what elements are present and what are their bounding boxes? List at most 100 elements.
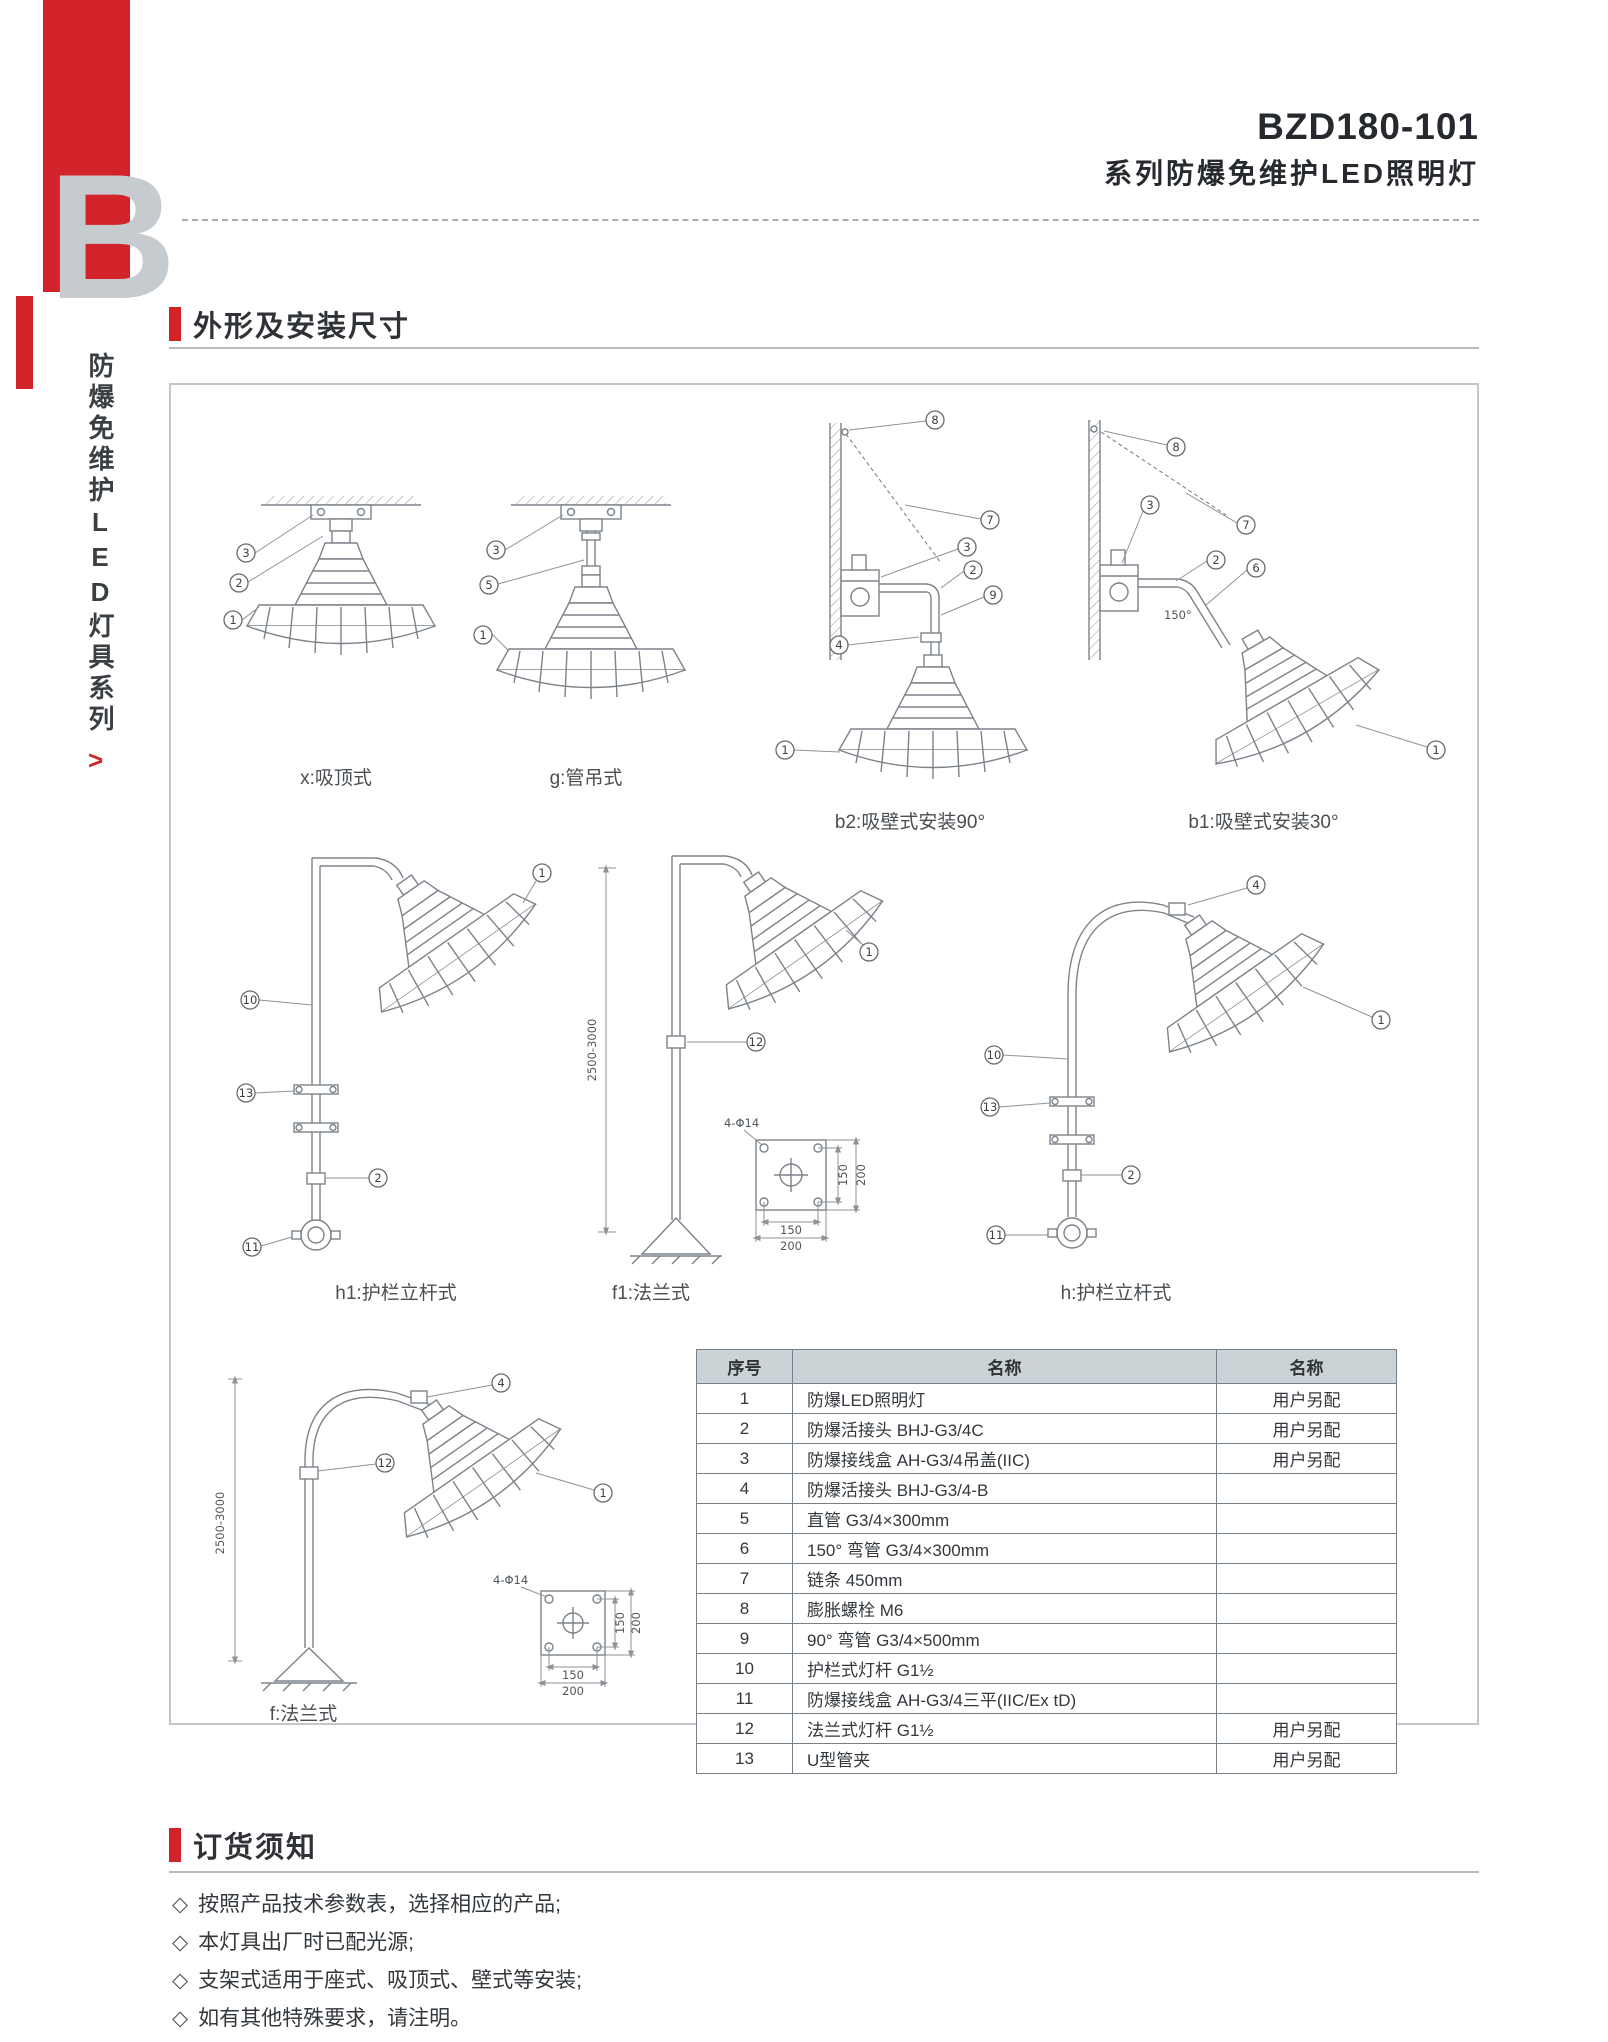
diagram-wall-mount-90: 8 7 3 2 9 4 1 <box>775 410 1028 780</box>
col-header-name: 名称 <box>792 1349 1217 1384</box>
diagram-ceiling-mount: 3 2 1 <box>223 496 436 656</box>
u-clamp <box>1049 1134 1095 1145</box>
callout: 4 <box>1187 875 1266 906</box>
u-clamp <box>293 1084 339 1095</box>
part-note <box>1216 1473 1397 1504</box>
svg-text:200: 200 <box>562 1684 584 1698</box>
flange-plan-dims <box>520 1586 635 1687</box>
flange-plan-view <box>755 1139 827 1211</box>
part-note: 用户另配 <box>1216 1713 1397 1744</box>
part-name: U型管夹 <box>792 1743 1217 1774</box>
diagram-flange-pole-f: 2500-3000 <box>213 1350 643 1698</box>
svg-text:1: 1 <box>599 1486 606 1500</box>
callout: 1 <box>1355 724 1446 760</box>
section-title: 订货须知 <box>193 1832 318 1864</box>
diagram-guardrail-pole-h1: 1 10 13 2 11 <box>236 825 553 1257</box>
flange-base <box>640 1216 712 1255</box>
diagram-label: h1:护栏立杆式 <box>335 1283 457 1304</box>
svg-text:150: 150 <box>562 1668 584 1682</box>
section-title: 外形及安装尺寸 <box>193 311 411 343</box>
part-name: 直管 G3/4×300mm <box>792 1503 1217 1534</box>
junction-box <box>1047 1217 1097 1249</box>
svg-text:4: 4 <box>835 638 842 652</box>
pipe-union <box>666 1035 686 1049</box>
svg-text:1: 1 <box>229 613 236 627</box>
wall-hatch <box>830 423 841 660</box>
part-name: 90° 弯管 G3/4×500mm <box>792 1623 1217 1654</box>
part-name: 护栏式灯杆 G1½ <box>792 1653 1217 1684</box>
part-no: 3 <box>696 1443 793 1474</box>
part-name: 150° 弯管 G3/4×300mm <box>792 1533 1217 1564</box>
table-header-row: 序号 名称 名称 <box>696 1349 1397 1384</box>
note-item: ◇如有其他特殊要求，请注明。 <box>172 2002 582 2040</box>
anchor-bolt <box>841 428 849 436</box>
svg-text:10: 10 <box>987 1048 1002 1062</box>
svg-text:1: 1 <box>781 743 788 757</box>
svg-text:150: 150 <box>780 1223 802 1237</box>
diagram-label: h:护栏立杆式 <box>1060 1283 1172 1304</box>
drawing-art: 150° <box>1088 420 1395 790</box>
part-no: 7 <box>696 1563 793 1594</box>
callout: 11 <box>242 1236 293 1257</box>
part-no: 10 <box>696 1653 793 1684</box>
bolt-spec-label: 4-Φ14 <box>493 1573 528 1587</box>
part-note: 用户另配 <box>1216 1413 1397 1444</box>
section-dimensions-header: 外形及安装尺寸 <box>169 303 410 345</box>
header-dashed-divider <box>182 219 1479 221</box>
diagram-wall-mount-30: 150° 8 7 3 2 6 1 <box>1088 420 1446 790</box>
svg-text:1: 1 <box>538 866 545 880</box>
left-red-tab <box>16 296 33 389</box>
lamp-drawing <box>496 574 686 700</box>
note-text: 支架式适用于座式、吸顶式、壁式等安装; <box>198 1969 582 1992</box>
callout: 3 <box>880 537 977 578</box>
callout: 10 <box>240 990 313 1010</box>
page-header: BZD180-101 系列防爆免维护LED照明灯 <box>1104 106 1479 192</box>
svg-text:200: 200 <box>629 1612 643 1634</box>
part-name: 膨胀螺栓 M6 <box>792 1593 1217 1624</box>
svg-text:3: 3 <box>242 546 249 560</box>
callout: 2 <box>229 535 324 593</box>
series-arrow: > <box>88 745 104 775</box>
svg-text:3: 3 <box>963 540 970 554</box>
part-no: 11 <box>696 1683 793 1714</box>
svg-text:9: 9 <box>989 588 996 602</box>
drawing-art <box>630 822 900 1265</box>
diagram-label: f:法兰式 <box>269 1704 338 1725</box>
diamond-bullet-icon: ◇ <box>172 1969 189 1992</box>
pipe-union <box>306 1172 326 1185</box>
callout: 8 <box>1103 430 1186 457</box>
pipe-coupling <box>581 532 601 541</box>
part-name: 防爆活接头 BHJ-G3/4C <box>792 1413 1217 1444</box>
diagram-label: x:吸顶式 <box>300 768 372 789</box>
callout: 3 <box>486 514 564 560</box>
svg-text:4: 4 <box>1252 878 1259 892</box>
mount-bracket <box>560 504 622 532</box>
brand-letter: B <box>48 137 177 336</box>
ordering-notes: ◇按照产品技术参数表，选择相应的产品; ◇本灯具出厂时已配光源; ◇支架式适用于… <box>172 1888 582 2040</box>
part-note: 用户另配 <box>1216 1443 1397 1474</box>
svg-text:2: 2 <box>969 563 976 577</box>
callout: 13 <box>980 1097 1051 1117</box>
part-note: 用户另配 <box>1216 1383 1397 1414</box>
diagram-pipe-pendant: 3 5 1 <box>473 496 686 700</box>
svg-text:12: 12 <box>378 1456 393 1470</box>
part-note <box>1216 1533 1397 1564</box>
callout: 9 <box>940 585 1003 616</box>
svg-text:4: 4 <box>497 1376 504 1390</box>
part-name: 链条 450mm <box>792 1563 1217 1594</box>
callout: 12 <box>687 1032 766 1052</box>
u-clamp <box>293 1122 339 1133</box>
part-note <box>1216 1593 1397 1624</box>
diamond-bullet-icon: ◇ <box>172 2007 189 2030</box>
section-underline <box>169 1871 1479 1873</box>
angle-label: 150° <box>1164 608 1192 622</box>
height-dimension <box>598 864 616 1236</box>
bolt-spec-label: 4-Φ14 <box>724 1116 759 1130</box>
svg-text:1: 1 <box>479 628 486 642</box>
